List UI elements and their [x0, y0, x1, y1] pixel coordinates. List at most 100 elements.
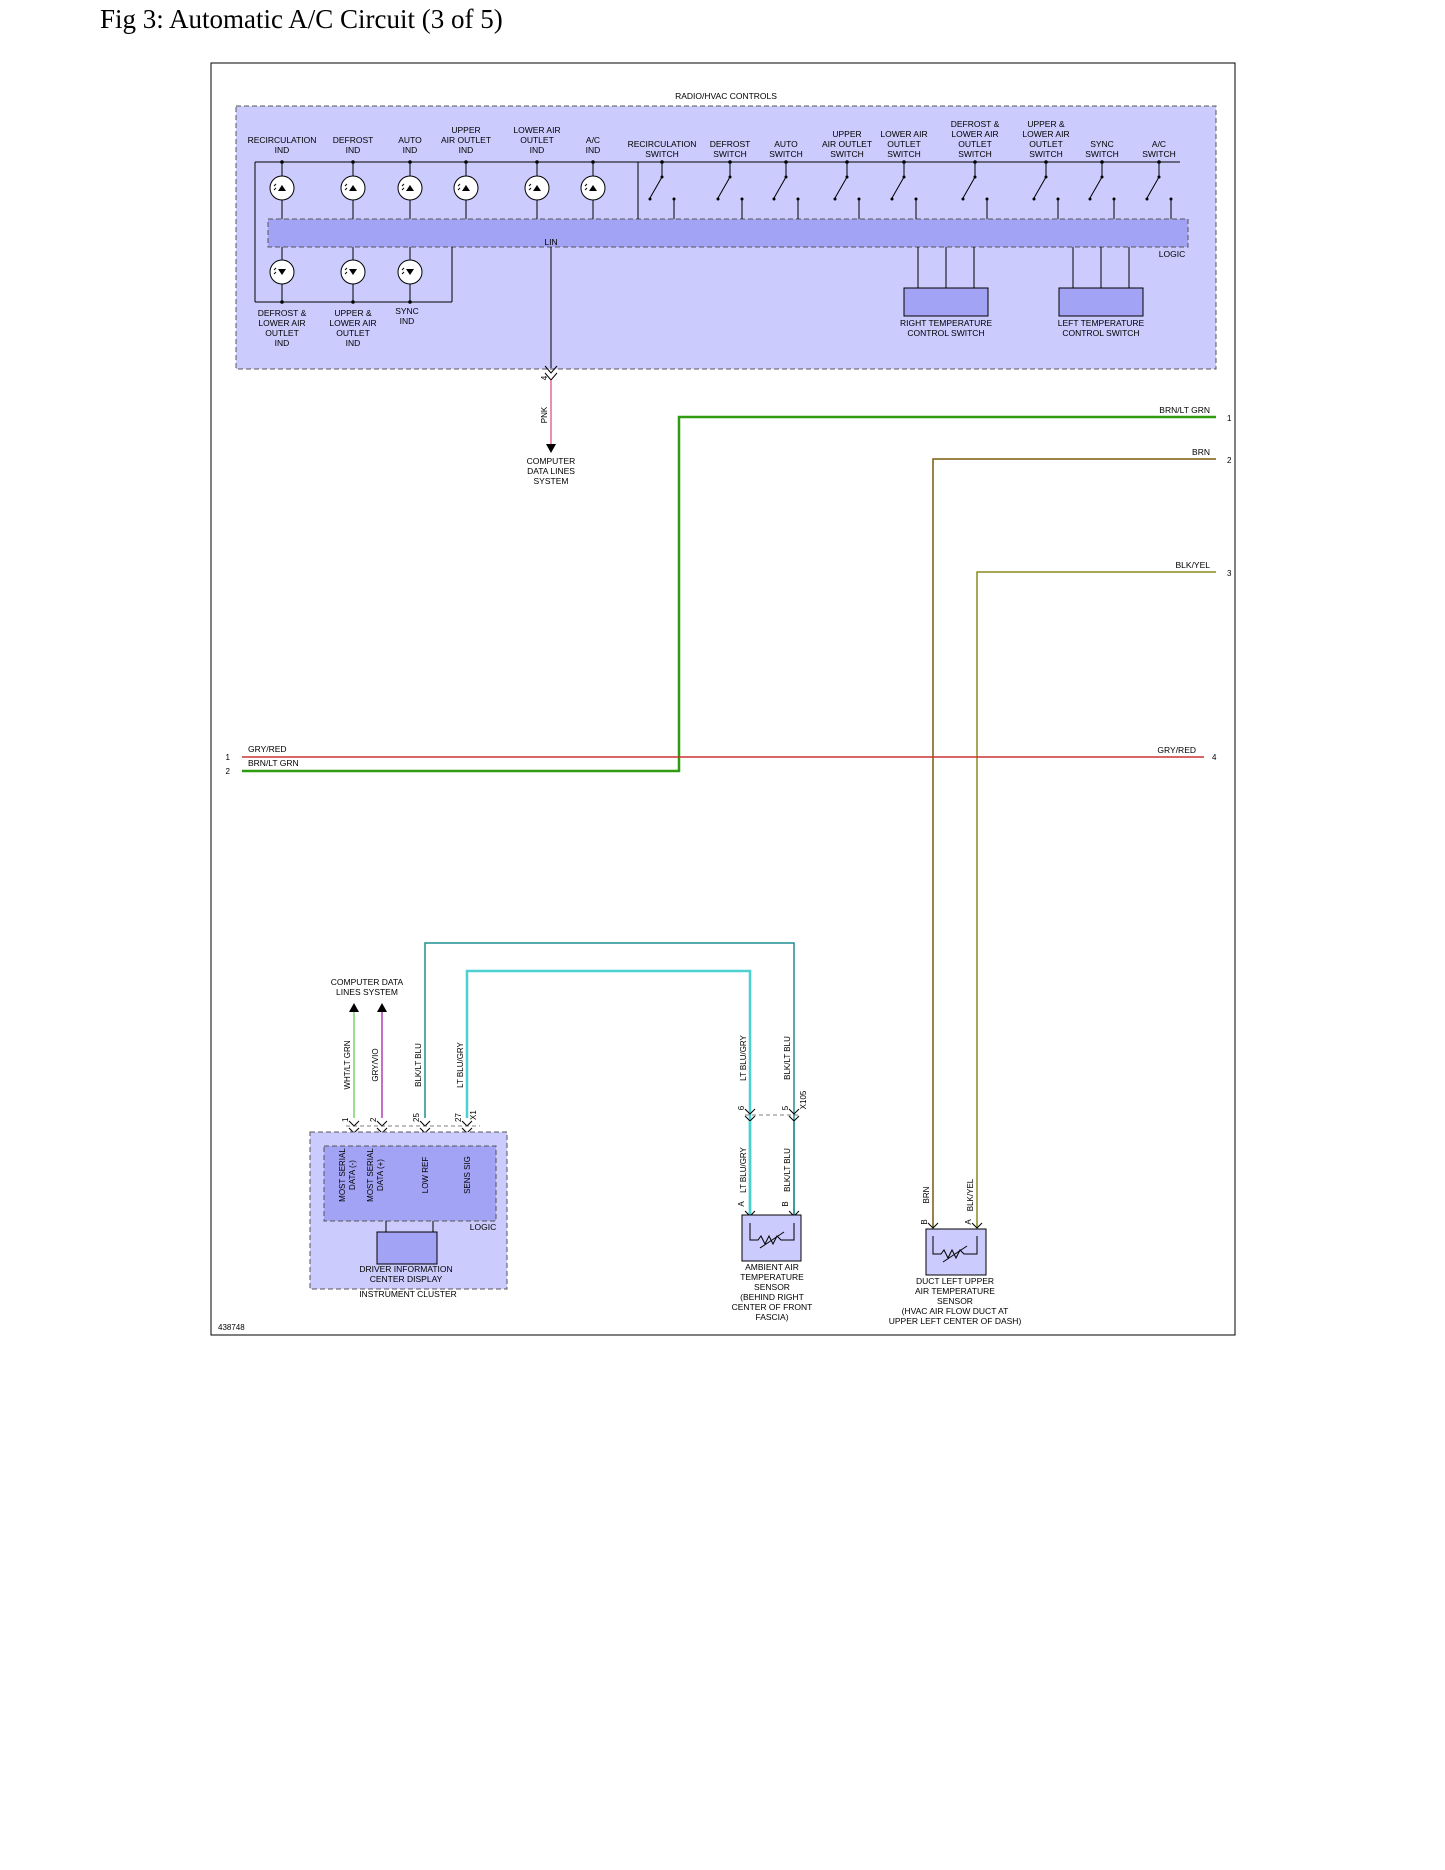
indicator-label: RECIRCULATION: [248, 135, 317, 145]
sensor-name: (HVAC AIR FLOW DUCT AT: [902, 1306, 1009, 1316]
switch-blade: [1033, 176, 1047, 199]
switch-label: UPPER &: [1027, 119, 1065, 129]
switch-label: SWITCH: [958, 149, 992, 159]
switch-label: SWITCH: [769, 149, 803, 159]
indicator-label: IND: [530, 145, 545, 155]
switch-blade: [891, 176, 905, 199]
sensor-name: DUCT LEFT UPPER: [916, 1276, 994, 1286]
module-function-label: SENS SIG: [463, 1156, 472, 1194]
indicator-label: DEFROST: [333, 135, 374, 145]
indicator-label: IND: [346, 338, 361, 348]
switch-label: OUTLET: [1029, 139, 1063, 149]
duct-left-upper-air-temperature-sensor: [925, 1228, 987, 1276]
pin-number: A: [737, 1201, 746, 1207]
switch-label: SWITCH: [1142, 149, 1176, 159]
indicator-label: IND: [586, 145, 601, 155]
switch-label: AUTO: [774, 139, 798, 149]
switch-contact: [772, 197, 776, 201]
indicator-led-ray: [584, 183, 588, 187]
junction-dot: [280, 300, 284, 304]
indicator-label: OUTLET: [336, 328, 370, 338]
indicator-led-ray: [528, 183, 532, 187]
switch-blade: [773, 176, 787, 199]
indicator-led-diode: [278, 269, 286, 275]
connector-id: X1: [469, 1110, 478, 1120]
connector-chevron: [971, 1222, 983, 1229]
switch-blade: [962, 176, 976, 199]
sensor-name: SENSOR: [937, 1296, 973, 1306]
sensor-name: TEMPERATURE: [740, 1272, 804, 1282]
connector-chevron: [744, 1108, 756, 1115]
pin-number: 27: [454, 1113, 463, 1122]
left-temperature-control-switch-label: LEFT TEMPERATURE: [1058, 318, 1145, 328]
switch-label: SWITCH: [887, 149, 921, 159]
indicator-led-ray: [457, 187, 461, 191]
indicator-led-diode: [349, 185, 357, 191]
offpage-connector-number: 2: [226, 767, 231, 776]
indicator-led-ray: [344, 183, 348, 187]
pin-number: A: [964, 1219, 973, 1225]
switch-label: SWITCH: [1085, 149, 1119, 159]
switch-contact: [1088, 197, 1092, 201]
logic-label: LOGIC: [470, 1222, 496, 1232]
indicator-label: IND: [459, 145, 474, 155]
module-function-label: MOST SERIAL: [338, 1148, 347, 1202]
right-temperature-control-switch-label: CONTROL SWITCH: [907, 328, 984, 338]
junction-dot: [408, 300, 412, 304]
switch-contact: [833, 197, 837, 201]
module-function-label: DATA (-): [348, 1160, 357, 1190]
ambient-air-temperature-sensor: [741, 1214, 802, 1262]
indicator-label: DEFROST &: [258, 308, 307, 318]
switch-blade: [649, 176, 663, 199]
offpage-connector-number: 3: [1227, 569, 1232, 578]
indicator-led-ray: [344, 187, 348, 191]
indicator-label: IND: [403, 145, 418, 155]
switch-contact: [890, 197, 894, 201]
pin-number: B: [781, 1201, 790, 1206]
connector-id: X105: [799, 1090, 808, 1109]
connector-chevron: [927, 1222, 939, 1229]
wire-label: BLK/LT BLU: [414, 1043, 423, 1087]
module-function-label: DATA (+): [376, 1159, 385, 1191]
indicator-led-ray: [584, 187, 588, 191]
wire-label: LT BLU/GRY: [739, 1146, 748, 1192]
indicator-label: SYNC: [395, 306, 419, 316]
indicator-label: OUTLET: [265, 328, 299, 338]
indicator-label: LOWER AIR: [258, 318, 305, 328]
wire-label: BLK/YEL: [1176, 560, 1211, 570]
sensor-name: SENSOR: [754, 1282, 790, 1292]
indicator-led-ray: [401, 187, 405, 191]
indicator-led-ray: [401, 183, 405, 187]
switch-label: DEFROST: [710, 139, 751, 149]
indicator-label: AIR OUTLET: [441, 135, 491, 145]
switch-contact: [648, 197, 652, 201]
switch-label: A/C: [1152, 139, 1166, 149]
pin-number: 1: [341, 1117, 350, 1122]
indicator-led-ray: [273, 267, 277, 271]
switch-label: SWITCH: [830, 149, 864, 159]
indicator-led-ray: [401, 267, 405, 271]
wire-label: BRN/LT GRN: [248, 758, 299, 768]
indicator-led-ray: [457, 183, 461, 187]
pin-number: 25: [412, 1113, 421, 1122]
left-temperature-control-switch-label: CONTROL SWITCH: [1062, 328, 1139, 338]
switch-blade: [1089, 176, 1103, 199]
switch-contact: [1032, 197, 1036, 201]
indicator-led-diode: [406, 185, 414, 191]
switch-blade: [834, 176, 848, 199]
offpage-connector-number: 1: [1227, 414, 1232, 423]
indicator-led-diode: [349, 269, 357, 275]
switch-blade: [717, 176, 731, 199]
switch-label: LOWER AIR: [880, 129, 927, 139]
switch-label: UPPER: [832, 129, 861, 139]
brn-lt-grn-wire: [242, 415, 1216, 773]
indicator-led-diode: [589, 185, 597, 191]
sensor-name: CENTER OF FRONT: [732, 1302, 813, 1312]
switch-label: RECIRCULATION: [628, 139, 697, 149]
computer-data-lines-label: COMPUTER DATA: [331, 977, 404, 987]
indicator-led-ray: [528, 187, 532, 191]
right-temperature-control-switch: [903, 287, 989, 317]
thermistor-arrow: [942, 1245, 968, 1263]
dic-logic-block: [323, 1145, 497, 1222]
indicator-led-diode: [406, 269, 414, 275]
